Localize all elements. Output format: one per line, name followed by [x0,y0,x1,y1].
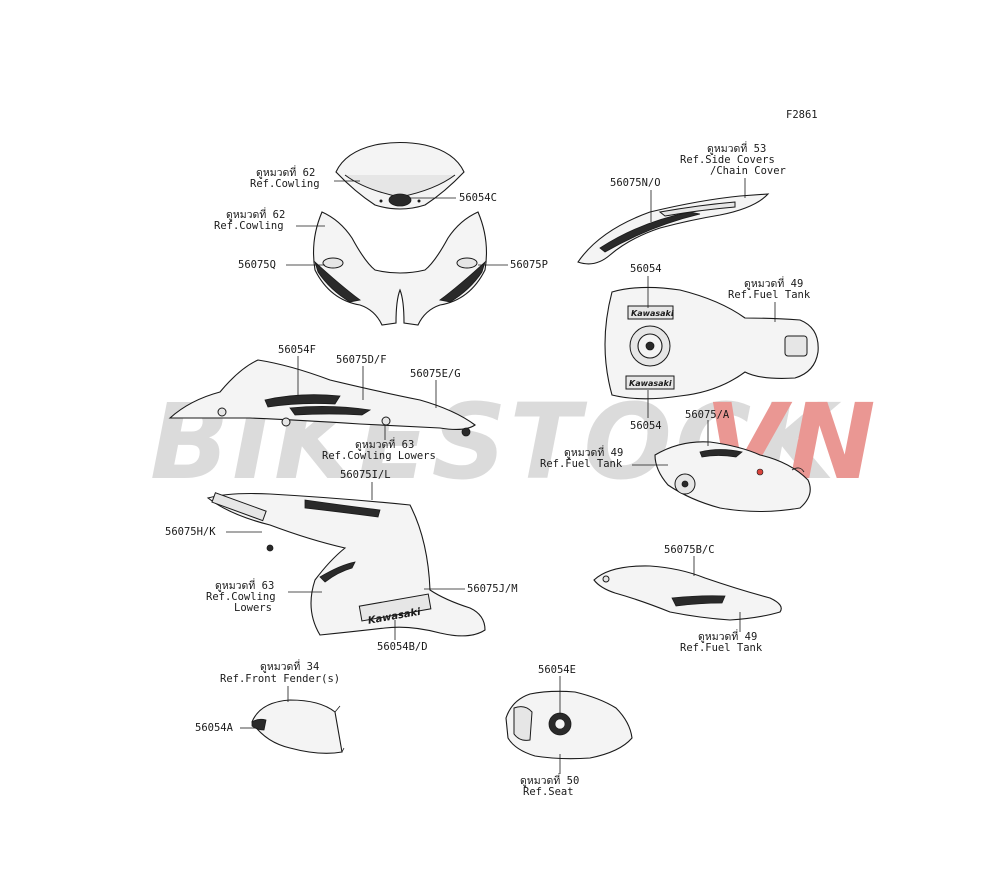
callout-j-line1: ดูหมวดที่ 50 [520,773,579,787]
label-56054A: 56054A [195,722,234,734]
label-56075IL: 56075I/L [340,469,391,481]
label-56075P: 56075P [510,259,548,271]
label-56054BD: 56054B/D [377,641,428,653]
label-56075BC: 56075B/C [664,544,715,556]
callout-b-line2: Ref.Cowling [214,220,284,232]
watermark: BIKESTOCK VN [150,381,876,503]
callout-a-line1: ดูหมวดที่ 62 [256,165,315,179]
label-56054-top: 56054 [630,263,662,275]
label-56054C: 56054C [459,192,497,204]
label-56075Q: 56075Q [238,259,276,271]
callout-a-line2: Ref.Cowling [250,178,320,190]
callout-c-line3: /Chain Cover [710,165,786,177]
callout-f-line2: Ref.Fuel Tank [540,458,623,470]
tank-decal-top: Kawasaki [631,309,674,318]
side-cover [577,193,770,265]
figure-code: F2861 [786,109,818,121]
callout-f-line1: ดูหมวดที่ 49 [564,445,623,459]
callout-c-line1: ดูหมวดที่ 53 [707,141,766,155]
callout-g-line3: Lowers [234,602,272,614]
middle-fairing [168,359,476,437]
label-56054F: 56054F [278,344,316,356]
label-56075HK: 56075H/K [165,526,216,538]
callout-g-line2: Ref.Cowling [206,591,276,603]
label-56075EG: 56075E/G [410,368,461,380]
label-56054E: 56054E [538,664,576,676]
callout-h-line1: ดูหมวดที่ 49 [698,629,757,643]
windscreen-decal-56054C [388,193,412,207]
upper-cowling [313,211,487,326]
rear-side-panel [593,565,782,621]
callout-c-line2: Ref.Side Covers [680,154,775,166]
callout-d-line2: Ref.Fuel Tank [728,289,811,301]
callout-j-line2: Ref.Seat [523,786,574,798]
callout-e-line2: Ref.Cowling Lowers [322,450,436,462]
callout-i-line2: Ref.Front Fender(s) [220,673,340,685]
tank-decal-bottom: Kawasaki [629,379,672,388]
callout-h-line2: Ref.Fuel Tank [680,642,763,654]
tail-cowl [505,690,633,760]
front-fender [251,699,345,754]
label-56075A: 56075/A [685,409,730,421]
callout-e-line1: ดูหมวดที่ 63 [355,437,414,451]
callout-g-line1: ดูหมวดที่ 63 [215,578,274,592]
fuel-tank: Kawasaki Kawasaki [604,286,819,400]
callout-d-line1: ดูหมวดที่ 49 [744,276,803,290]
callout-i-line1: ดูหมวดที่ 34 [260,659,319,673]
tank-cover [654,441,811,513]
label-56054-bottom: 56054 [630,420,662,432]
callout-b-line1: ดูหมวดที่ 62 [226,207,285,221]
windscreen [335,141,465,210]
label-56075DF: 56075D/F [336,354,387,366]
label-56075JM: 56075J/M [467,583,518,595]
lower-fairing: Kawasaki [206,492,486,637]
label-56075NO: 56075N/O [610,177,661,189]
